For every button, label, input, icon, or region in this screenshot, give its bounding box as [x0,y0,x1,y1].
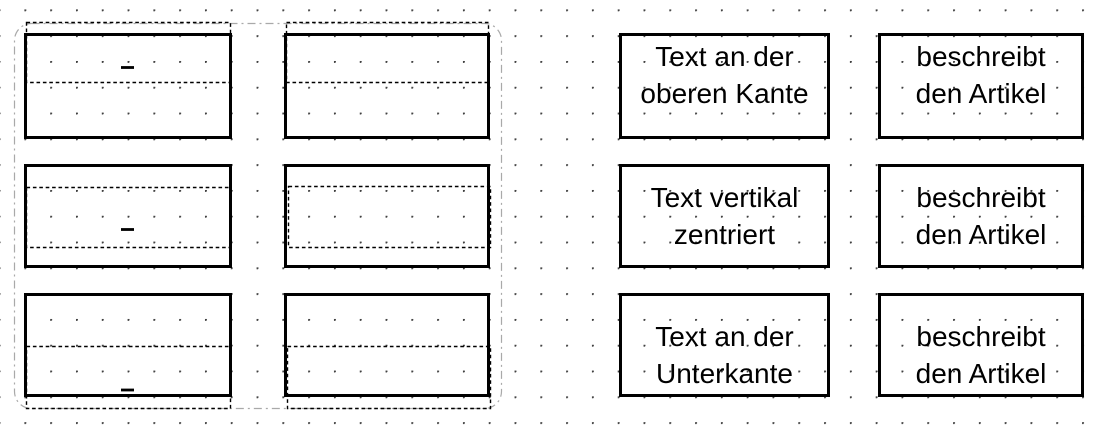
shape-rect-middle-left[interactable] [24,164,232,268]
shape-rect-bottom-left[interactable] [24,293,232,397]
labeled-rect-middle-left[interactable]: Text vertikal zentriert [619,164,830,268]
label-line: Text vertikal [650,182,799,213]
labeled-rect-top-right[interactable]: beschreibt den Artikel [878,33,1084,139]
labeled-rect-middle-right[interactable]: beschreibt den Artikel [878,164,1084,268]
label-line: den Artikel [915,78,1047,109]
shape-rect-top-right[interactable] [284,33,490,139]
label-line: oberen Kante [640,78,809,109]
labeled-rect-top-left[interactable]: Text an der oberen Kante [619,33,830,139]
label-line: zentriert [673,219,776,250]
shape-rect-middle-right[interactable] [284,164,490,268]
labeled-rect-bottom-right[interactable]: beschreibt den Artikel [878,293,1084,397]
label-line: Unterkante [656,358,793,389]
labeled-rect-bottom-left[interactable]: Text an der Unterkante [619,293,830,397]
label-line: den Artikel [915,358,1047,389]
label-line: beschreibt [916,41,1046,72]
shape-rect-bottom-right[interactable] [284,293,490,397]
label-line: Text an der [655,321,794,352]
label-line: Text an der [655,41,794,72]
label-line: beschreibt [916,182,1046,213]
label-line: beschreibt [916,321,1046,352]
shape-rect-top-left[interactable] [24,33,232,139]
label-line: den Artikel [915,219,1047,250]
